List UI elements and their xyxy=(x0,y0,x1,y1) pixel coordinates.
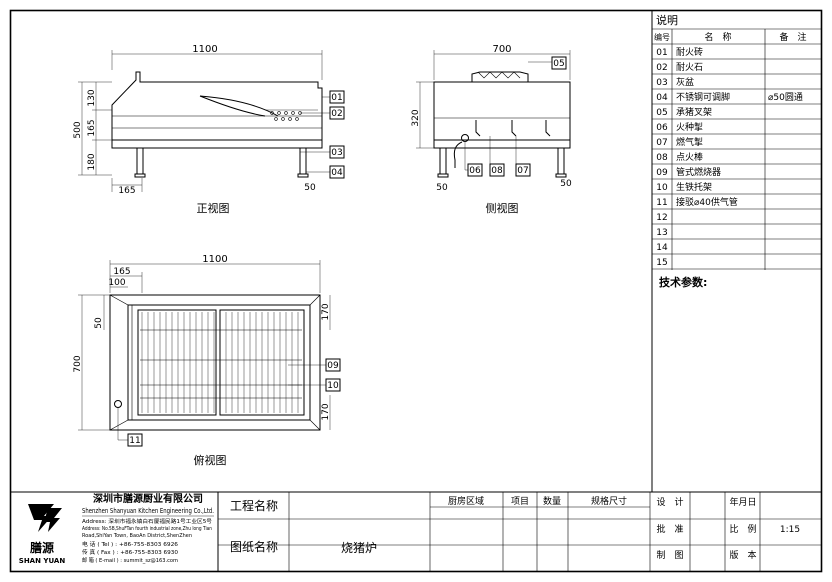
project-label: 工程名称 xyxy=(230,498,278,513)
legend-row-no: 07 xyxy=(656,138,667,148)
side-foot-right-dim: 50 xyxy=(560,179,572,189)
top-left1-dim: 165 xyxy=(113,267,130,277)
legend-row-no: 01 xyxy=(656,48,667,58)
side-width-dim: 700 xyxy=(492,44,511,55)
side-height-dim: 320 xyxy=(411,109,421,126)
draft-label: 制 图 xyxy=(656,549,683,561)
address-line1: Address: 深圳市福永镇白石厦福民路1号工业区5号 xyxy=(82,518,212,525)
top-margin-dim: 170 xyxy=(321,303,331,320)
callout-02: 02 xyxy=(331,109,342,119)
legend-row-no: 02 xyxy=(656,63,667,73)
item-label: 项目 xyxy=(511,496,529,507)
legend-header-name: 名 称 xyxy=(704,31,731,43)
drawing-label: 图纸名称 xyxy=(230,539,278,554)
top-depth-dim: 700 xyxy=(73,355,83,372)
callout-04: 04 xyxy=(331,168,343,178)
logo-cn: 膳源 xyxy=(30,540,54,555)
side-foot-left-dim: 50 xyxy=(436,183,448,193)
date-label: 年月日 xyxy=(729,496,756,508)
logo-en: SHAN YUAN xyxy=(19,557,66,565)
sheet-border xyxy=(9,9,823,573)
top-view: 1100 165 100 700 50 170 170 09 10 11 俯视图 xyxy=(73,254,341,467)
legend-row-no: 09 xyxy=(656,168,668,178)
legend-row-name: 火种掣 xyxy=(676,121,703,133)
address-line2: Address: No.5B,ShuFTan fourth industrial… xyxy=(82,526,212,532)
legend-row-name: 点火棒 xyxy=(676,151,703,163)
scale-value: 1:15 xyxy=(780,525,800,535)
front-view: 1100 500 130 165 180 165 50 01 02 03 04 … xyxy=(73,44,345,215)
area-label: 厨房区域 xyxy=(448,495,484,507)
drawing-name: 烧猪炉 xyxy=(341,541,377,555)
tech-params-title: 技术参数: xyxy=(659,275,707,289)
design-label: 设 计 xyxy=(656,496,683,508)
company-logo: 膳源 SHAN YUAN xyxy=(19,504,66,565)
legend-row-no: 12 xyxy=(656,213,667,223)
side-view-title: 侧视图 xyxy=(486,201,519,215)
title-block: 膳源 SHAN YUAN 深圳市膳源厨业有限公司 Shenzhen Shanyu… xyxy=(10,491,821,571)
callout-10: 10 xyxy=(327,381,339,391)
scale-label: 比 例 xyxy=(729,523,756,535)
front-bottom-dim: 180 xyxy=(87,153,97,170)
callout-07: 07 xyxy=(517,166,528,176)
front-width-dim: 1100 xyxy=(192,44,217,55)
legend-row-no: 08 xyxy=(656,153,668,163)
size-label: 规格尺寸 xyxy=(591,495,627,507)
fax: 传 真 ( Fax ) : +86-755-8303 6930 xyxy=(82,548,179,556)
callout-08: 08 xyxy=(491,166,503,176)
legend-header-no: 编号 xyxy=(654,32,670,42)
legend-row-no: 13 xyxy=(656,228,667,238)
tel: 电 话 ( Tel ) : +86-755-8303 6926 xyxy=(82,540,179,548)
legend-row-no: 05 xyxy=(656,108,667,118)
top-inner-dim: 50 xyxy=(94,317,104,329)
callout-01: 01 xyxy=(331,93,342,103)
company-en: Shenzhen Shanyuan Kitchen Engineering Co… xyxy=(82,507,214,515)
legend-row-name: 不锈钢可调脚 xyxy=(676,91,730,103)
legend-row-no: 10 xyxy=(656,183,668,193)
callout-09: 09 xyxy=(327,361,339,371)
top-width-dim: 1100 xyxy=(202,254,227,265)
version-label: 版 本 xyxy=(729,549,756,561)
bottom-margin-dim: 170 xyxy=(321,403,331,420)
legend-row-note: ⌀50圆通 xyxy=(768,92,803,103)
legend-row-no: 03 xyxy=(656,78,667,88)
legend-row-no: 15 xyxy=(656,258,667,268)
qty-label: 数量 xyxy=(543,495,561,507)
callout-03: 03 xyxy=(331,148,342,158)
address-line3: Road,ShiYan Town, BaoAn District,ShenZhe… xyxy=(82,533,192,539)
legend-title: 说明 xyxy=(656,13,678,27)
top-left2-dim: 100 xyxy=(108,278,125,288)
legend-row-name: 灰盆 xyxy=(676,76,694,88)
legend-row-name: 耐火石 xyxy=(676,61,703,73)
approve-label: 批 准 xyxy=(656,523,683,535)
legend-row-name: 燃气掣 xyxy=(676,136,703,148)
legend-row-name: 生铁托架 xyxy=(676,181,712,193)
front-view-title: 正视图 xyxy=(197,201,230,215)
top-view-title: 俯视图 xyxy=(194,453,227,467)
legend-table: 说明 编号 名 称 备 注 01 耐火砖 02 耐火石 03 灰盆 04 不锈钢可调脚 ⌀50圆… xyxy=(651,10,821,492)
legend-row-name: 接驳⌀40供气管 xyxy=(676,196,738,208)
email: 邮 箱 ( E-mail ) : summit_sz@163.com xyxy=(82,556,178,564)
legend-row-no: 04 xyxy=(656,93,668,103)
company-cn: 深圳市膳源厨业有限公司 xyxy=(93,492,203,505)
callout-11: 11 xyxy=(129,436,140,446)
legend-header-note: 备 注 xyxy=(779,31,806,43)
front-mid-dim: 165 xyxy=(87,119,97,136)
legend-row-no: 14 xyxy=(656,243,668,253)
front-foot-dim: 50 xyxy=(304,183,316,193)
front-top-dim: 130 xyxy=(87,89,97,106)
front-left-offset-dim: 165 xyxy=(118,186,135,196)
legend-row-name: 管式燃烧器 xyxy=(676,166,721,178)
side-view: 700 320 50 50 05 06 08 07 侧视图 xyxy=(411,44,572,215)
callout-06: 06 xyxy=(469,166,481,176)
legend-row-name: 承猪叉架 xyxy=(676,106,712,118)
legend-row-name: 耐火砖 xyxy=(676,46,703,58)
front-height-dim: 500 xyxy=(73,121,83,138)
legend-row-no: 11 xyxy=(656,198,667,208)
legend-row-no: 06 xyxy=(656,123,668,133)
callout-05: 05 xyxy=(553,59,564,69)
